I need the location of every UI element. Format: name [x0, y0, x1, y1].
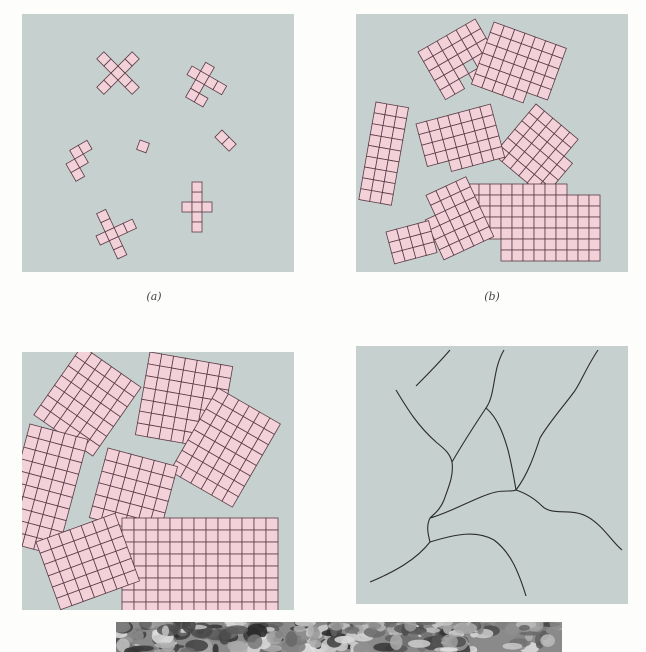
grain-boundary-diagram — [356, 346, 628, 604]
grain-c-6 — [122, 518, 278, 610]
growing-crystal-4 — [416, 104, 505, 177]
nucleus-1 — [83, 38, 154, 109]
growing-crystal-2 — [471, 22, 566, 110]
grain-boundary-1 — [396, 390, 452, 462]
nucleus-7 — [88, 201, 145, 263]
growing-crystal-6 — [468, 184, 600, 261]
grain-boundary-3 — [430, 462, 452, 518]
caption-a: (a) — [134, 290, 174, 303]
panel-a-nuclei — [22, 14, 294, 272]
grain-boundary-2 — [452, 350, 504, 462]
grain-boundary-7 — [370, 518, 430, 582]
panel-c-impingement — [22, 352, 294, 610]
nucleus-5 — [61, 140, 102, 181]
panel-d-boundaries — [356, 346, 628, 604]
growing-crystal-5 — [359, 102, 409, 205]
grain-boundary-4 — [486, 408, 516, 490]
crystal-growth-diagram — [356, 14, 628, 272]
caption-b: (b) — [472, 290, 512, 303]
grain-boundary-8 — [516, 490, 622, 550]
nucleus-3 — [137, 140, 150, 153]
grain-boundary-5 — [516, 350, 598, 490]
growing-crystal-3 — [494, 104, 587, 197]
micrograph-strip — [116, 622, 562, 652]
grain-boundary-9 — [430, 534, 526, 596]
nucleus-2 — [177, 57, 232, 112]
panel-b-growth — [356, 14, 628, 272]
nucleus-4 — [215, 130, 236, 151]
growing-crystal-8 — [386, 221, 437, 264]
grain-boundary-6 — [430, 490, 516, 518]
nuclei-diagram — [22, 14, 294, 272]
grain-impingement-diagram — [22, 352, 294, 610]
nucleus-6 — [182, 182, 212, 232]
micrograph-image — [116, 622, 562, 652]
grain-boundary-10 — [416, 350, 450, 386]
